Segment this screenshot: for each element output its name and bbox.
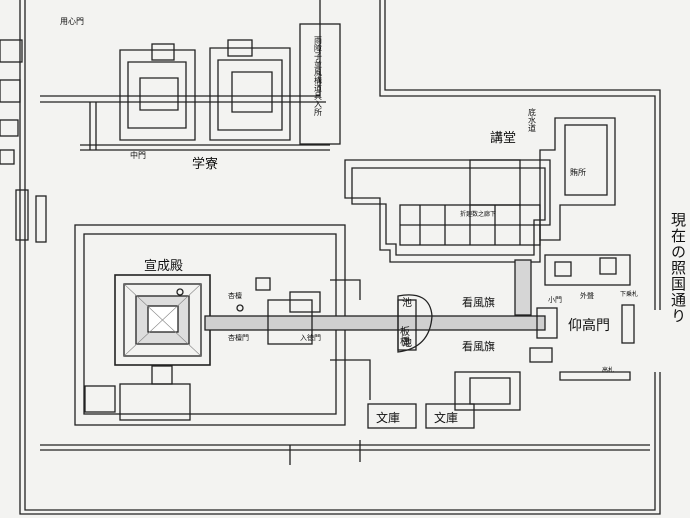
stone-walkway xyxy=(204,315,546,331)
label-shimo-sho: 下乗札 xyxy=(620,290,638,298)
label-sho-ken: 折廻数之廊下 xyxy=(460,210,496,218)
label-gyokomon: 仰高門 xyxy=(568,317,610,334)
label-kuriya-suido: 底水道 xyxy=(528,107,537,133)
label-kyokudai: 杏檀 xyxy=(228,291,242,300)
label-ryojin-mon: 用心門 xyxy=(60,17,84,26)
dormitory-west xyxy=(119,49,196,141)
label-taka-fuda: 高札 xyxy=(602,366,614,374)
bunko-1 xyxy=(367,403,417,429)
label-kodo: 講堂 xyxy=(490,130,516,146)
label-kojin-nyujo: 雨障子並風構道具入所 xyxy=(314,36,323,117)
outer-wall xyxy=(19,0,661,515)
east-buildings xyxy=(539,117,616,241)
label-bunko-2: 文庫 xyxy=(434,410,458,425)
label-bunko-1: 文庫 xyxy=(376,410,400,425)
label-itabashi: 板橋 xyxy=(398,325,410,347)
label-nakamon: 中門 xyxy=(130,150,146,160)
gyoko-gate xyxy=(536,307,558,339)
bunko-2 xyxy=(425,403,475,429)
side-caption: 現在の照国通り xyxy=(669,212,687,324)
label-shomon: 小門 xyxy=(548,295,562,304)
label-ike-bottom: 池 xyxy=(402,336,412,349)
lecture-hall xyxy=(344,159,551,263)
dormitory-east xyxy=(209,47,291,141)
label-kanpuki-1: 看風旗 xyxy=(462,295,495,309)
label-ike-top: 池 xyxy=(402,296,412,309)
label-shosu: 賄所 xyxy=(570,167,586,177)
label-irimon: 入徳門 xyxy=(300,333,321,342)
label-senseiden: 宣成殿 xyxy=(144,258,183,274)
label-kyokudai-2: 杏檀門 xyxy=(228,333,249,342)
label-gakuryo: 学寮 xyxy=(192,156,218,172)
inner-north-wall xyxy=(40,0,326,103)
label-kanpuki-2: 看風旗 xyxy=(462,339,495,353)
label-sotomon: 外聲 xyxy=(580,291,594,300)
north-wall xyxy=(379,0,661,310)
